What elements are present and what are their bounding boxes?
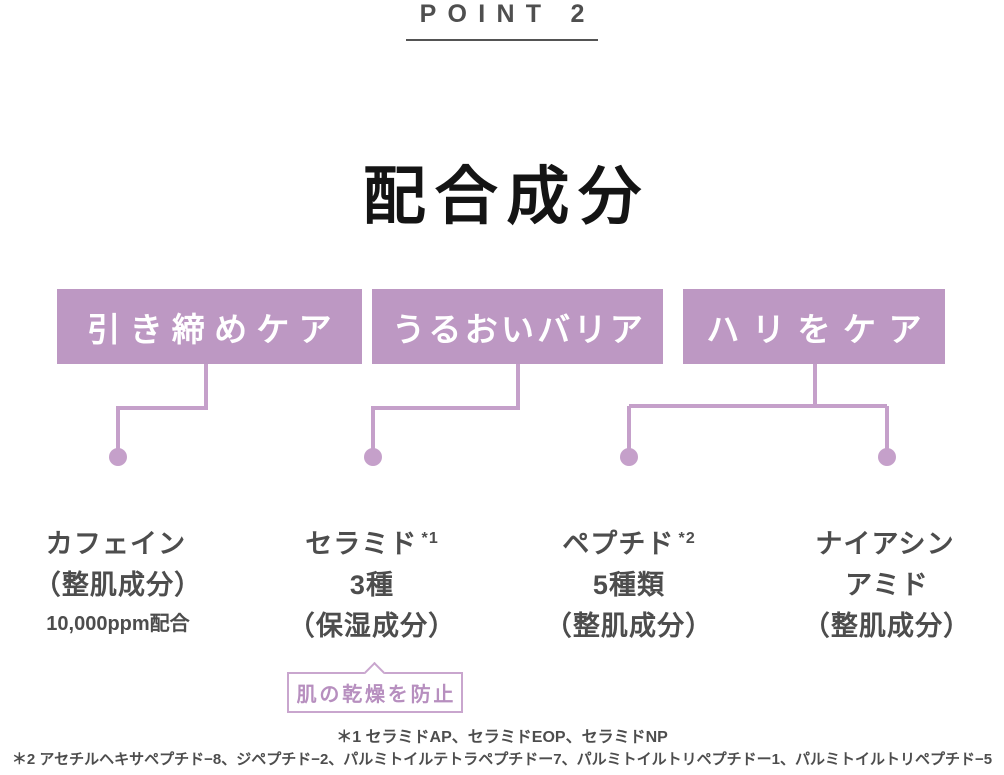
point-underline [406, 39, 598, 41]
ingredient-descriptor: 5種類 [592, 570, 666, 600]
ingredient-niacinamide: ナイアシン アミド （整肌成分） [757, 518, 1004, 647]
ingredient-ceramide: セラミド*1 3種 （保湿成分） [242, 518, 502, 647]
connector-line-tightening [116, 364, 208, 450]
ingredient-name-text: ペプチド [562, 529, 675, 559]
footnote-ceramide-types: ＊1 セラミドAP、セラミドEOP、セラミドNP [336, 729, 668, 746]
ingredient-descriptor: （保湿成分） [287, 611, 457, 641]
ingredient-descriptor: （整肌成分） [33, 570, 203, 600]
ingredient-name-text: ナイアシン [815, 529, 955, 559]
category-box-moisture-barrier: うるおいバリア [372, 289, 663, 364]
ingredient-descriptor: （整肌成分） [544, 611, 714, 641]
page-title: 配合成分 [362, 162, 651, 232]
ingredient-peptide: ペプチド*2 5種類 （整肌成分） [499, 518, 759, 647]
footnote-marker: *1 [421, 530, 439, 547]
connector-dot-caffeine [109, 448, 127, 466]
ingredient-descriptor: アミド [845, 570, 929, 600]
category-box-firmness-care: ハリをケア [683, 289, 945, 364]
ingredient-caffeine: カフェイン （整肌成分） 10,000ppm配合 [0, 518, 248, 642]
connector-dot-niacinamide [878, 448, 896, 466]
connector-dot-peptide [620, 448, 638, 466]
category-box-tightening-care: 引き締めケア [57, 289, 362, 364]
footnote-marker: *2 [678, 530, 696, 547]
connector-line-moisture [371, 364, 520, 450]
footnotes: ＊1 セラミドAP、セラミドEOP、セラミドNP ＊2 アセチルヘキサペプチド−… [0, 727, 1004, 771]
ingredient-name: ナイアシン [757, 518, 1004, 565]
ingredient-descriptor: （整肌成分） [802, 611, 972, 641]
ingredient-name: ペプチド*2 [499, 518, 759, 565]
footnote-peptide-types: ＊2 アセチルヘキサペプチド−8、ジペプチド−2、パルミトイルテトラペプチドー7… [11, 751, 993, 768]
callout-dry-skin-prevention: 肌の乾燥を防止 [287, 661, 463, 713]
ingredient-name: カフェイン [0, 518, 248, 565]
ingredient-descriptor: 3種 [349, 570, 395, 600]
ingredient-concentration: 10,000ppm配合 [46, 613, 190, 635]
callout-label: 肌の乾燥を防止 [296, 684, 457, 706]
point-heading: POINT 2 [419, 0, 596, 28]
ingredient-name: セラミド*1 [242, 518, 502, 565]
ingredient-name-text: セラミド [305, 529, 418, 559]
connector-line-firmness [627, 364, 889, 450]
ingredient-name-text: カフェイン [45, 529, 187, 559]
connector-dot-ceramide [364, 448, 382, 466]
